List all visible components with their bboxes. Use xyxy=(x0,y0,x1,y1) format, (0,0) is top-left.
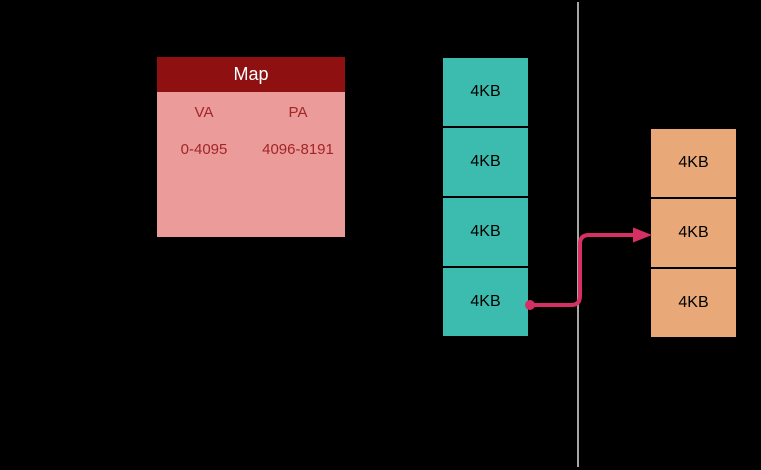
map-cell-va-range: 0-4095 xyxy=(180,141,228,158)
map-table: Map VA PA 0-4095 4096-8191 xyxy=(157,57,345,237)
map-table-header: Map xyxy=(157,57,345,92)
virtual-page-block: 4KB xyxy=(443,198,528,266)
virtual-page-block: 4KB xyxy=(443,128,528,196)
physical-frame-block: 4KB xyxy=(651,129,736,197)
virtual-page-block: 4KB xyxy=(443,268,528,336)
map-col-header-pa: PA xyxy=(288,104,308,121)
map-table-body: VA PA 0-4095 4096-8191 xyxy=(157,92,345,237)
physical-frame-block: 4KB xyxy=(651,199,736,267)
physical-frame-block: 4KB xyxy=(651,269,736,337)
map-col-header-va: VA xyxy=(194,104,214,121)
arrow-head-icon xyxy=(633,227,652,243)
map-cell-pa-range: 4096-8191 xyxy=(262,141,334,158)
map-table-column-headers: VA PA xyxy=(157,92,345,121)
virtual-pages-column: 4KB 4KB 4KB 4KB xyxy=(443,58,528,336)
virtual-page-block: 4KB xyxy=(443,58,528,126)
arrow-line xyxy=(531,233,634,307)
map-table-mapping-row: 0-4095 4096-8191 xyxy=(157,121,345,158)
divider-line xyxy=(577,2,579,467)
physical-frames-column: 4KB 4KB 4KB xyxy=(651,129,736,337)
map-table-title: Map xyxy=(233,64,269,84)
